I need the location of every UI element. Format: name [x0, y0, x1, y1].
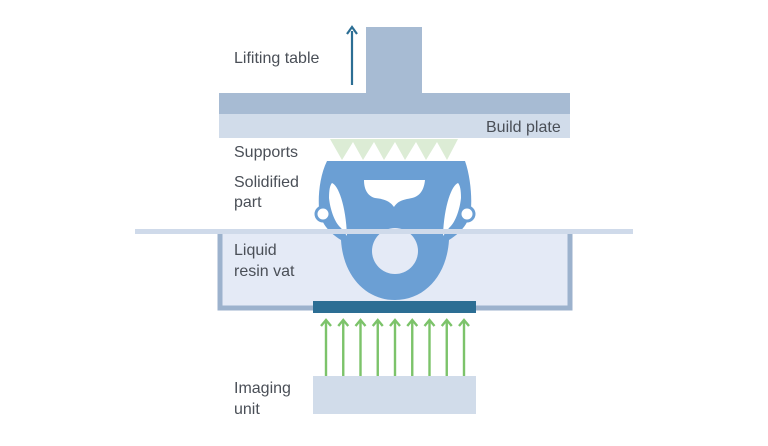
- lifting-table: [219, 93, 570, 114]
- label-supports: Supports: [234, 144, 299, 161]
- light-ray-arrow-icon: [440, 318, 453, 376]
- imaging-unit: [313, 376, 476, 414]
- light-ray-arrow-icon: [458, 318, 470, 376]
- resin-surface: [135, 229, 633, 234]
- part-right-knob-hole: [461, 208, 473, 220]
- light-ray-arrow-icon: [389, 318, 401, 376]
- part-left-slot: [329, 183, 347, 236]
- light-ray-arrow-icon: [337, 318, 350, 376]
- label-resin-vat-line2: resin vat: [234, 263, 295, 280]
- label-imaging-unit-line2: unit: [234, 401, 260, 418]
- part-left-knob-hole: [317, 208, 329, 220]
- light-ray-arrow-icon: [354, 318, 367, 376]
- arrow-up-icon: [346, 25, 358, 85]
- part-hole: [372, 228, 418, 274]
- label-resin-vat-line1: Liquid: [234, 242, 277, 259]
- light-ray-arrow-icon: [371, 318, 384, 376]
- lifting-table-column: [366, 27, 422, 94]
- light-ray-arrow-icon: [423, 318, 436, 376]
- label-lifting-table: Lifiting table: [234, 50, 320, 67]
- part-cutout: [364, 180, 425, 207]
- part-right-slot: [443, 183, 461, 236]
- supports: [330, 139, 458, 160]
- label-imaging-unit-line1: Imaging: [234, 380, 291, 397]
- light-ray-arrow-icon: [406, 318, 419, 376]
- build-plate: [219, 114, 570, 138]
- light-ray-arrow-icon: [320, 318, 332, 376]
- solidified-part: [314, 161, 476, 300]
- label-solidified-part-line1: Solidified: [234, 174, 299, 191]
- light-rays: [320, 318, 470, 376]
- label-solidified-part-line2: part: [234, 194, 262, 211]
- label-build-plate: Build plate: [486, 119, 561, 136]
- vat-window: [313, 301, 476, 313]
